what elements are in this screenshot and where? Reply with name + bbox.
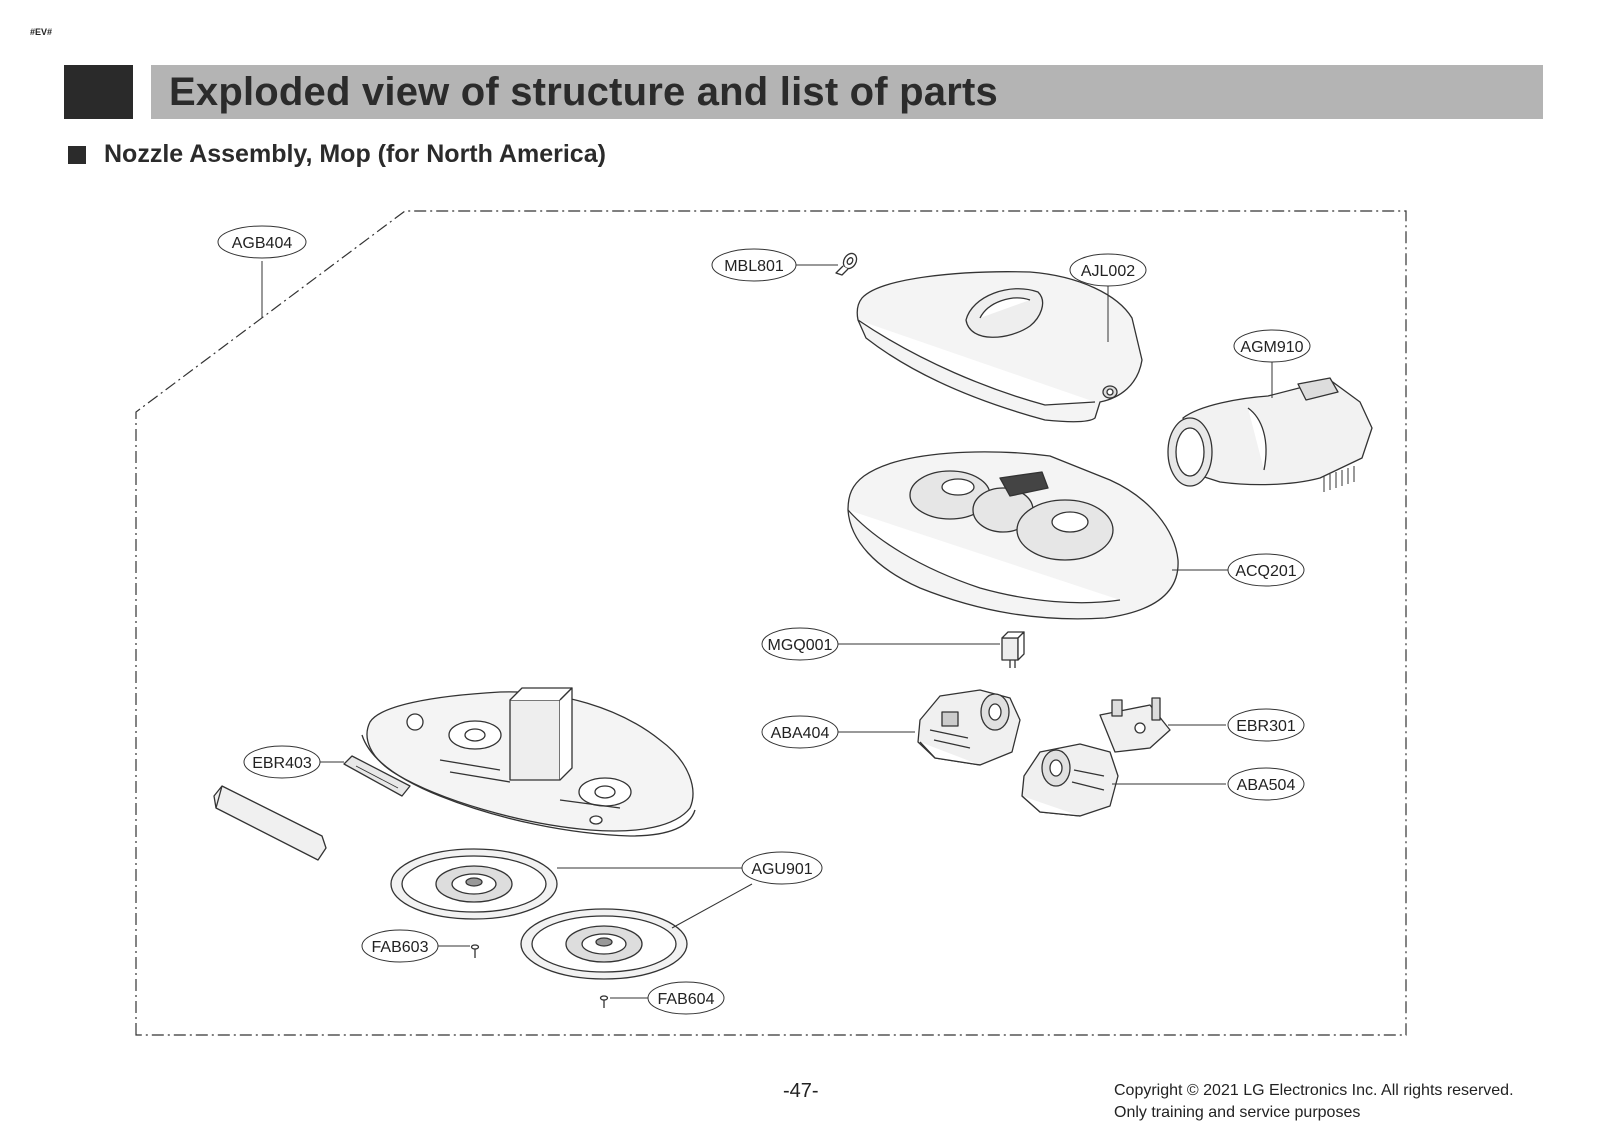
label-aba404: ABA404 xyxy=(761,715,839,749)
nozzle-housing-drawing xyxy=(847,451,1179,620)
section-heading: Nozzle Assembly, Mop (for North America) xyxy=(68,140,606,169)
svg-text:ABA504: ABA504 xyxy=(1237,777,1296,794)
mop-plate-lower-drawing xyxy=(520,908,688,980)
svg-text:FAB603: FAB603 xyxy=(372,939,429,956)
sensor-strip-drawing xyxy=(343,755,411,797)
copyright-notice: Copyright © 2021 LG Electronics Inc. All… xyxy=(1114,1080,1514,1124)
svg-text:EBR301: EBR301 xyxy=(1236,718,1296,735)
motor-assembly-left-drawing xyxy=(917,689,1021,766)
svg-text:ABA404: ABA404 xyxy=(771,725,830,742)
svg-text:MGQ001: MGQ001 xyxy=(768,637,833,654)
label-agm910: AGM910 xyxy=(1233,329,1311,363)
nozzle-body-frame-drawing xyxy=(361,687,696,837)
svg-text:AGM910: AGM910 xyxy=(1240,339,1303,356)
page-title-bar: Exploded view of structure and list of p… xyxy=(151,65,1543,119)
svg-text:MBL801: MBL801 xyxy=(724,258,784,275)
svg-text:AJL002: AJL002 xyxy=(1081,263,1135,280)
label-acq201: ACQ201 xyxy=(1227,553,1305,587)
leader-lines xyxy=(261,261,1273,999)
mop-plate-upper-drawing xyxy=(390,848,558,920)
page-title: Exploded view of structure and list of p… xyxy=(169,69,998,114)
label-fab603: FAB603 xyxy=(361,929,439,963)
assembly-boundary xyxy=(135,210,1407,1036)
label-mgq001: MGQ001 xyxy=(761,627,839,661)
copyright-line-2: Only training and service purposes xyxy=(1114,1104,1361,1121)
svg-text:AGB404: AGB404 xyxy=(232,235,293,252)
clip-part-drawing xyxy=(835,252,858,276)
label-mbl801: MBL801 xyxy=(711,248,797,282)
screw-fab603-drawing xyxy=(470,944,480,958)
bullet-square-icon xyxy=(68,145,86,164)
label-ebr301: EBR301 xyxy=(1227,708,1305,742)
screw-fab604-drawing xyxy=(599,995,609,1008)
label-agb404: AGB404 xyxy=(217,225,307,259)
page-number: -47- xyxy=(783,1080,819,1102)
pcb-part-drawing xyxy=(1099,697,1171,753)
label-agu901: AGU901 xyxy=(741,851,823,885)
motor-assembly-right-drawing xyxy=(1021,743,1119,817)
switch-part-drawing xyxy=(1001,631,1025,668)
document-tag: #EV# xyxy=(30,27,53,37)
top-cover-drawing xyxy=(856,271,1143,423)
svg-text:ACQ201: ACQ201 xyxy=(1235,563,1296,580)
part-label-bubbles: AGB404 MBL801 AJL002 AGM910 ACQ201 MGQ00… xyxy=(217,225,1311,1015)
svg-text:EBR403: EBR403 xyxy=(252,755,312,772)
title-marker-block xyxy=(64,65,133,119)
nozzle-neck-drawing xyxy=(1167,377,1373,492)
svg-text:AGU901: AGU901 xyxy=(751,861,812,878)
label-fab604: FAB604 xyxy=(647,981,725,1015)
label-ebr403: EBR403 xyxy=(243,745,321,779)
copyright-line-1: Copyright © 2021 LG Electronics Inc. All… xyxy=(1114,1082,1514,1099)
svg-text:FAB604: FAB604 xyxy=(658,991,715,1008)
label-ajl002: AJL002 xyxy=(1069,253,1147,287)
section-title: Nozzle Assembly, Mop (for North America) xyxy=(104,140,606,168)
bumper-bar-drawing xyxy=(213,785,327,861)
label-aba504: ABA504 xyxy=(1227,767,1305,801)
